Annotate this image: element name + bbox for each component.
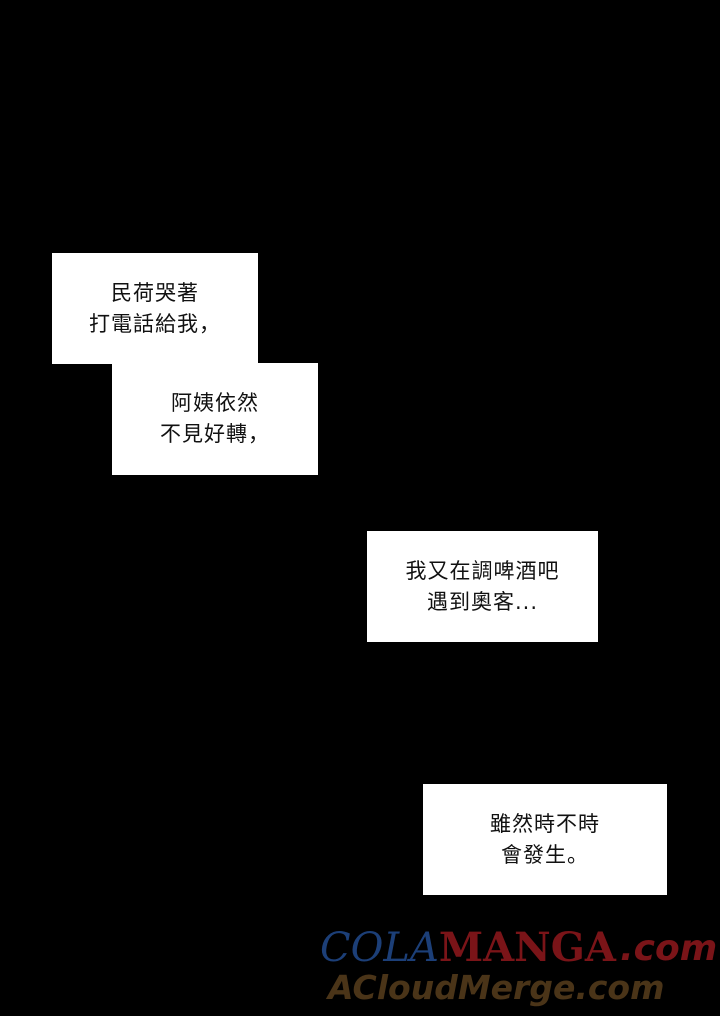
watermark-brand-tld: .com <box>620 928 718 969</box>
watermark-brand-cola: COLA <box>320 925 439 971</box>
site-watermark: COLAMANGA .com ACloudMerge.com <box>320 924 718 1010</box>
caption-box-3: 我又在調啤酒吧 遇到奧客... <box>367 531 598 642</box>
caption-line: 不見好轉， <box>160 422 270 446</box>
caption-box-2: 阿姨依然 不見好轉， <box>112 363 318 475</box>
caption-line: 遇到奧客... <box>426 589 539 614</box>
caption-box-4: 雖然時不時 會發生。 <box>423 784 667 895</box>
caption-line: 會發生。 <box>501 842 589 867</box>
caption-line: 打電話給我， <box>89 311 221 336</box>
caption-line: 我又在調啤酒吧 <box>405 558 560 583</box>
watermark-brand: COLAMANGA <box>320 924 616 971</box>
caption-box-1: 民荷哭著 打電話給我， <box>52 253 258 364</box>
caption-line: 民荷哭著 <box>111 280 199 305</box>
watermark-brand-manga: MANGA <box>438 924 616 971</box>
watermark-secondary: ACloudMerge.com <box>328 968 665 1007</box>
caption-line: 雖然時不時 <box>490 811 600 836</box>
caption-line: 阿姨依然 <box>171 391 259 415</box>
